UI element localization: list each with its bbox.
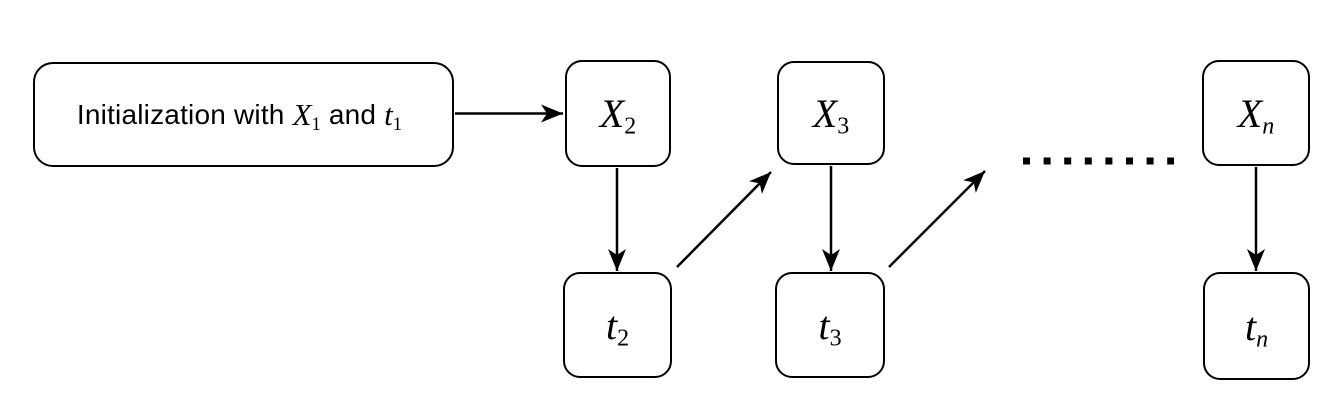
- node-label: t3: [818, 302, 842, 352]
- init-conjunction-text: and: [328, 98, 377, 130]
- node-t3: t3: [775, 272, 885, 378]
- node-x3: X3: [777, 61, 885, 165]
- init-prefix-text: Initialization with: [76, 98, 285, 130]
- node-tn: tn: [1203, 272, 1310, 380]
- node-label: t2: [605, 302, 630, 352]
- init-var-x1: X1: [292, 96, 321, 135]
- node-xn: Xn: [1202, 60, 1310, 166]
- node-x2: X2: [565, 60, 671, 167]
- node-label: X3: [812, 90, 850, 140]
- node-label: Xn: [1237, 90, 1275, 140]
- node-t2: t2: [563, 272, 672, 378]
- node-label: tn: [1244, 303, 1269, 353]
- node-label: X2: [599, 91, 637, 140]
- node-initialization: Initialization with X1 and t1: [33, 62, 454, 167]
- init-var-t1: t1: [384, 96, 403, 135]
- arrow-t3-to-ellipsis: [888, 170, 986, 268]
- arrow-t2-to-x3: [676, 171, 772, 268]
